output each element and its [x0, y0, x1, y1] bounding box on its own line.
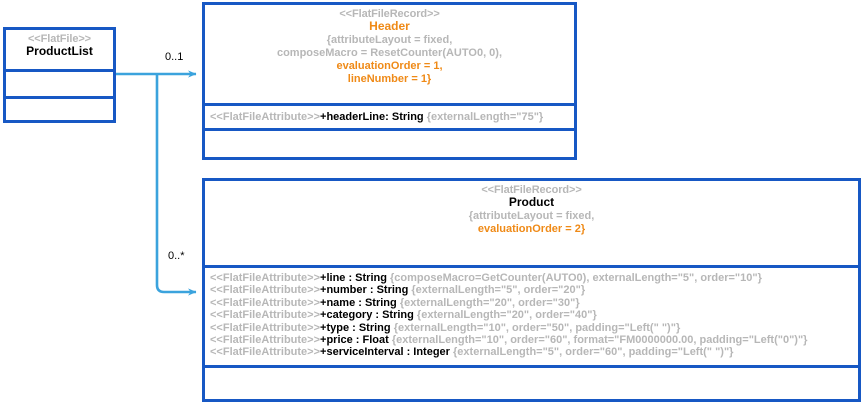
class-tag-line: evaluationOrder = 1,	[336, 59, 443, 72]
operations-compartment-product	[205, 365, 858, 399]
attribute-row[interactable]: <<FlatFileAttribute>>+type : String {ext…	[205, 322, 858, 334]
attribute-signature: +line : String	[320, 272, 387, 284]
attribute-properties: {externalLength="20", order="30"}	[399, 296, 580, 309]
class-stereotype-header: <<FlatFileRecord>>	[339, 8, 440, 20]
class-name-compartment-header: <<FlatFileRecord>> Header {attributeLayo…	[205, 5, 574, 103]
attributes-compartment-header: <<FlatFileAttribute>>+headerLine: String…	[205, 103, 574, 128]
attribute-stereotype: <<FlatFileAttribute>>	[210, 334, 321, 347]
class-tags-product: {attributeLayout = fixed, evaluationOrde…	[205, 210, 858, 236]
attributes-compartment-productlist	[6, 69, 113, 96]
attribute-signature: +number : String	[320, 284, 409, 297]
multiplicity-label-product: 0..*	[168, 250, 185, 262]
attribute-signature: +headerLine: String	[320, 111, 424, 123]
operations-compartment-productlist	[6, 96, 113, 120]
attribute-stereotype: <<FlatFileAttribute>>	[210, 284, 321, 297]
attribute-stereotype: <<FlatFileAttribute>>	[210, 272, 321, 284]
class-title-productlist: ProductList	[26, 44, 93, 59]
attribute-properties: {composeMacro=GetCounter(AUTO0), externa…	[390, 272, 762, 284]
attribute-stereotype: <<FlatFileAttribute>>	[210, 111, 321, 123]
attribute-row[interactable]: <<FlatFileAttribute>>+category : String …	[205, 309, 858, 321]
attribute-signature: +type : String	[320, 321, 391, 334]
attribute-row[interactable]: <<FlatFileAttribute>>+line : String {com…	[205, 272, 858, 284]
attribute-signature: +price : Float	[320, 334, 389, 347]
attribute-stereotype: <<FlatFileAttribute>>	[210, 309, 321, 322]
attribute-stereotype: <<FlatFileAttribute>>	[210, 321, 321, 334]
attribute-properties: {externalLength="20", order="40"}	[416, 309, 597, 322]
attribute-stereotype: <<FlatFileAttribute>>	[210, 346, 321, 359]
attribute-properties: {externalLength="5", order="20"}	[411, 284, 586, 297]
attribute-row[interactable]: <<FlatFileAttribute>>+serviceInterval : …	[205, 346, 858, 358]
attribute-signature: +name : String	[320, 296, 397, 309]
attribute-properties: {externalLength="10", order="50", paddin…	[393, 321, 681, 334]
class-name-compartment-product: <<FlatFileRecord>> Product {attributeLay…	[205, 181, 858, 265]
attribute-signature: +serviceInterval : Integer	[320, 346, 450, 359]
class-tag-line: lineNumber = 1}	[347, 72, 432, 85]
class-tags-header: {attributeLayout = fixed, composeMacro =…	[205, 34, 574, 86]
class-stereotype-productlist: <<FlatFile>>	[27, 33, 91, 45]
operations-compartment-header	[205, 128, 574, 157]
class-tag-line: evaluationOrder = 2}	[477, 222, 586, 235]
attribute-row[interactable]: <<FlatFileAttribute>>+name : String {ext…	[205, 297, 858, 309]
class-tag-line: composeMacro = ResetCounter(AUTO0, 0),	[276, 46, 503, 59]
class-stereotype-product: <<FlatFileRecord>>	[481, 184, 582, 196]
attribute-properties: {externalLength="75"}	[426, 111, 544, 123]
class-tag-line: {attributeLayout = fixed,	[468, 209, 595, 222]
class-box-product[interactable]: <<FlatFileRecord>> Product {attributeLay…	[202, 178, 861, 402]
attribute-signature: +category : String	[320, 309, 414, 322]
attribute-row[interactable]: <<FlatFileAttribute>>+number : String {e…	[205, 284, 858, 296]
class-title-header: Header	[369, 19, 410, 34]
class-box-productlist[interactable]: <<FlatFile>> ProductList	[3, 27, 116, 123]
class-name-compartment-productlist: <<FlatFile>> ProductList	[6, 30, 113, 69]
class-title-product: Product	[508, 195, 555, 210]
multiplicity-label-header: 0..1	[165, 51, 184, 63]
attribute-stereotype: <<FlatFileAttribute>>	[210, 296, 321, 309]
attribute-row[interactable]: <<FlatFileAttribute>>+price : Float {ext…	[205, 334, 858, 346]
attribute-row[interactable]: <<FlatFileAttribute>>+headerLine: String…	[205, 106, 574, 123]
attribute-properties: {externalLength="5", order="60", padding…	[453, 346, 734, 359]
attribute-list: <<FlatFileAttribute>>+line : String {com…	[205, 268, 858, 359]
class-box-header[interactable]: <<FlatFileRecord>> Header {attributeLayo…	[202, 2, 577, 160]
attributes-compartment-product: <<FlatFileAttribute>>+line : String {com…	[205, 265, 858, 365]
attribute-properties: {externalLength="10", order="60", format…	[391, 334, 808, 347]
class-tag-line: {attributeLayout = fixed,	[326, 33, 453, 46]
